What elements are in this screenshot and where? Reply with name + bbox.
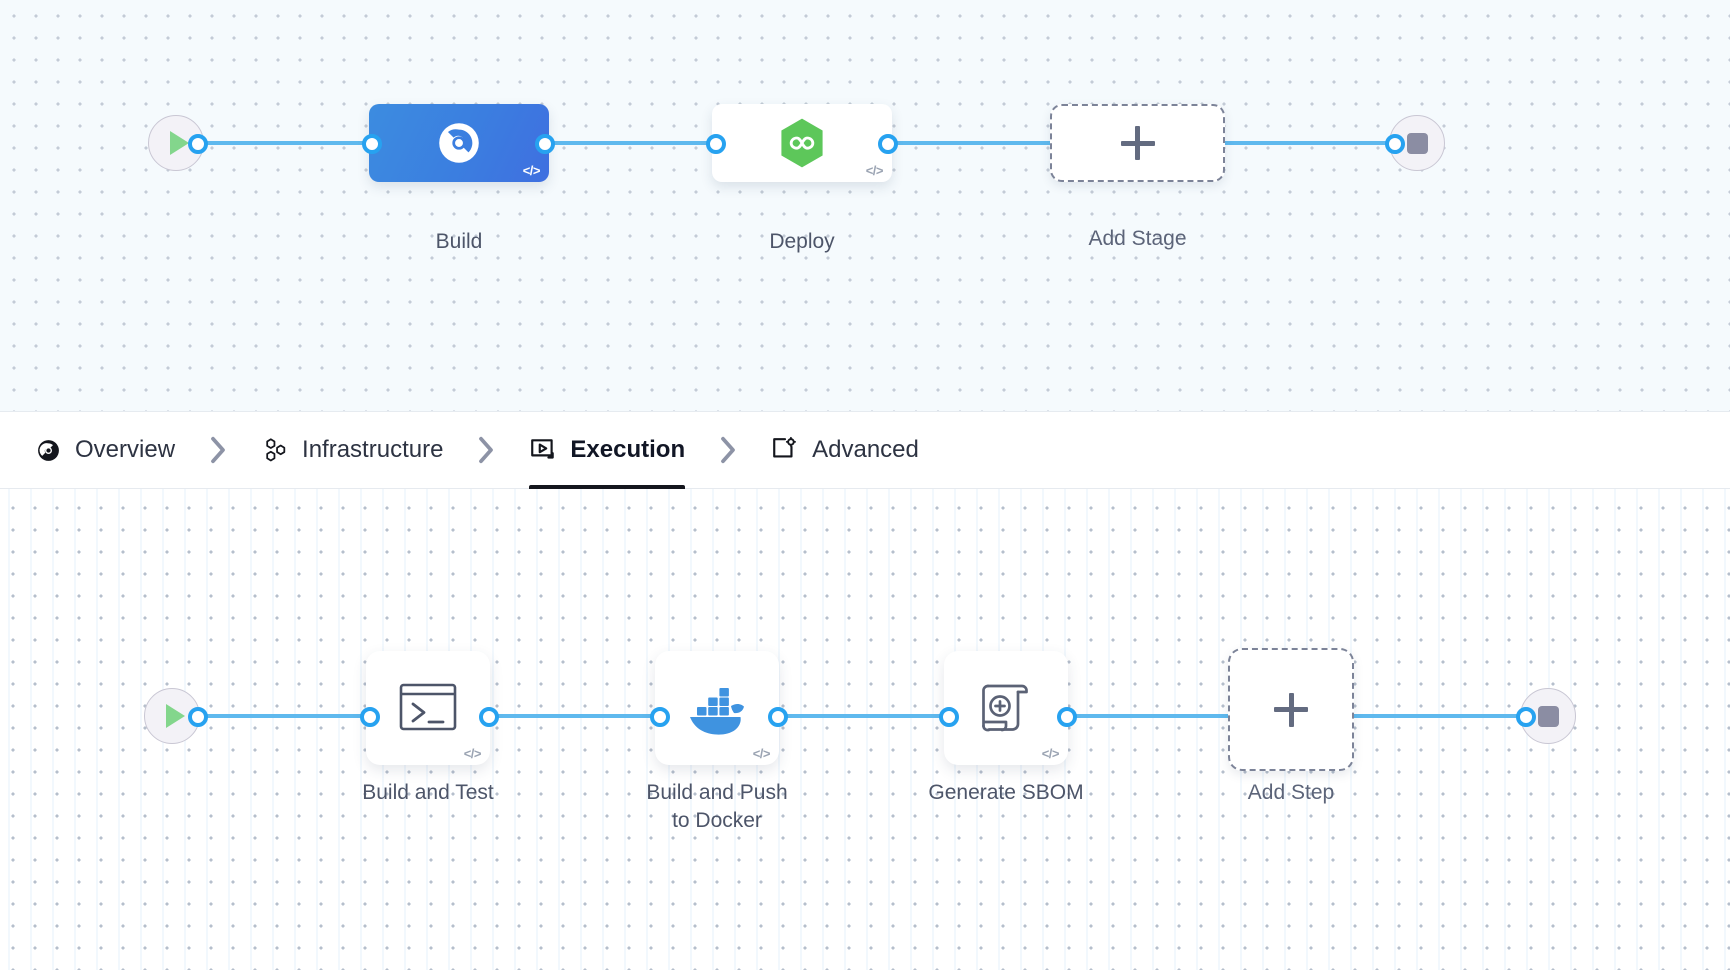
docker-icon — [690, 688, 744, 735]
stage-port-build-in[interactable] — [362, 134, 382, 154]
infrastructure-icon — [261, 436, 289, 464]
stop-icon — [1537, 705, 1559, 727]
stage-deploy-code-badge[interactable]: </> — [865, 163, 884, 178]
step-connector-add-end — [1350, 714, 1525, 718]
step-port-1-in[interactable] — [360, 707, 380, 727]
play-icon — [165, 704, 185, 728]
stage-port-deploy-out[interactable] — [878, 134, 898, 154]
stage-label-deploy: Deploy — [769, 230, 835, 253]
step-port-start-out[interactable] — [188, 707, 208, 727]
add-step-label: Add Step — [1247, 781, 1335, 804]
chevron-right-icon — [685, 435, 771, 465]
add-stage-label: Add Stage — [1088, 227, 1187, 250]
stage-port-end-in[interactable] — [1385, 134, 1405, 154]
advanced-icon — [771, 436, 799, 464]
step-port-3-in[interactable] — [939, 707, 959, 727]
step-node-build-and-push-to-docker[interactable]: </> — [655, 651, 779, 765]
overview-icon — [34, 436, 62, 464]
sbom-scroll-icon — [982, 684, 1028, 732]
step-port-2-in[interactable] — [650, 707, 670, 727]
harness-cd-icon — [781, 118, 823, 168]
execution-graph-canvas[interactable]: </> Build and Test </> Build a — [0, 489, 1730, 970]
add-step-button[interactable] — [1228, 648, 1354, 771]
tab-overview-label: Overview — [75, 436, 176, 463]
add-stage-button[interactable] — [1050, 104, 1225, 182]
step-3-code-badge[interactable]: </> — [1041, 746, 1060, 761]
step-connector-1-2 — [484, 714, 659, 718]
execution-icon — [529, 436, 557, 464]
stage-label-build: Build — [435, 230, 483, 253]
play-icon — [169, 131, 189, 155]
step-2-code-badge[interactable]: </> — [752, 746, 771, 761]
tab-infrastructure-label: Infrastructure — [302, 436, 444, 463]
terminal-icon — [399, 683, 457, 731]
step-port-2-out[interactable] — [768, 707, 788, 727]
tab-advanced-label: Advanced — [812, 436, 919, 463]
step-connector-start-1 — [193, 714, 368, 718]
step-connector-2-3 — [773, 714, 948, 718]
step-connector-3-add — [1062, 714, 1237, 718]
chevron-right-icon — [175, 435, 261, 465]
stage-node-build[interactable]: </> — [369, 104, 549, 182]
stage-connector-add-end — [1218, 141, 1393, 145]
tab-execution[interactable]: Execution — [529, 412, 685, 489]
stage-node-deploy[interactable]: </> — [712, 104, 892, 182]
step-port-3-out[interactable] — [1057, 707, 1077, 727]
stage-port-deploy-in[interactable] — [706, 134, 726, 154]
stage-connector-build-deploy — [540, 141, 715, 145]
tab-advanced[interactable]: Advanced — [771, 412, 919, 489]
step-port-1-out[interactable] — [479, 707, 499, 727]
step-label-build-and-test: Build and Test — [362, 781, 494, 804]
step-label-generate-sbom: Generate SBOM — [928, 781, 1084, 804]
stage-connector-start-build — [193, 141, 370, 145]
tab-infrastructure[interactable]: Infrastructure — [261, 412, 443, 489]
pipeline-end-node[interactable] — [1389, 115, 1445, 171]
tab-execution-label: Execution — [570, 436, 686, 463]
harness-ci-icon — [439, 123, 479, 163]
stage-graph-canvas[interactable]: </> Build </> Deploy Add Stage — [0, 0, 1730, 412]
plus-icon — [1120, 126, 1155, 160]
step-port-end-in[interactable] — [1516, 707, 1536, 727]
stage-connector-deploy-add — [880, 141, 1060, 145]
stop-icon — [1406, 132, 1428, 154]
stage-port-build-out[interactable] — [535, 134, 555, 154]
step-node-build-and-test[interactable]: </> — [366, 651, 490, 765]
step-1-code-badge[interactable]: </> — [463, 746, 482, 761]
stage-port-start-out[interactable] — [188, 134, 208, 154]
stage-config-tabbar: Overview Infrastructure — [0, 412, 1730, 489]
tab-overview[interactable]: Overview — [34, 412, 175, 489]
step-node-generate-sbom[interactable]: </> — [944, 651, 1068, 765]
stage-build-code-badge[interactable]: </> — [522, 163, 541, 178]
step-label-build-and-push-to-docker: Build and Push to Docker — [646, 781, 788, 832]
chevron-right-icon — [443, 435, 529, 465]
plus-icon — [1274, 692, 1308, 727]
